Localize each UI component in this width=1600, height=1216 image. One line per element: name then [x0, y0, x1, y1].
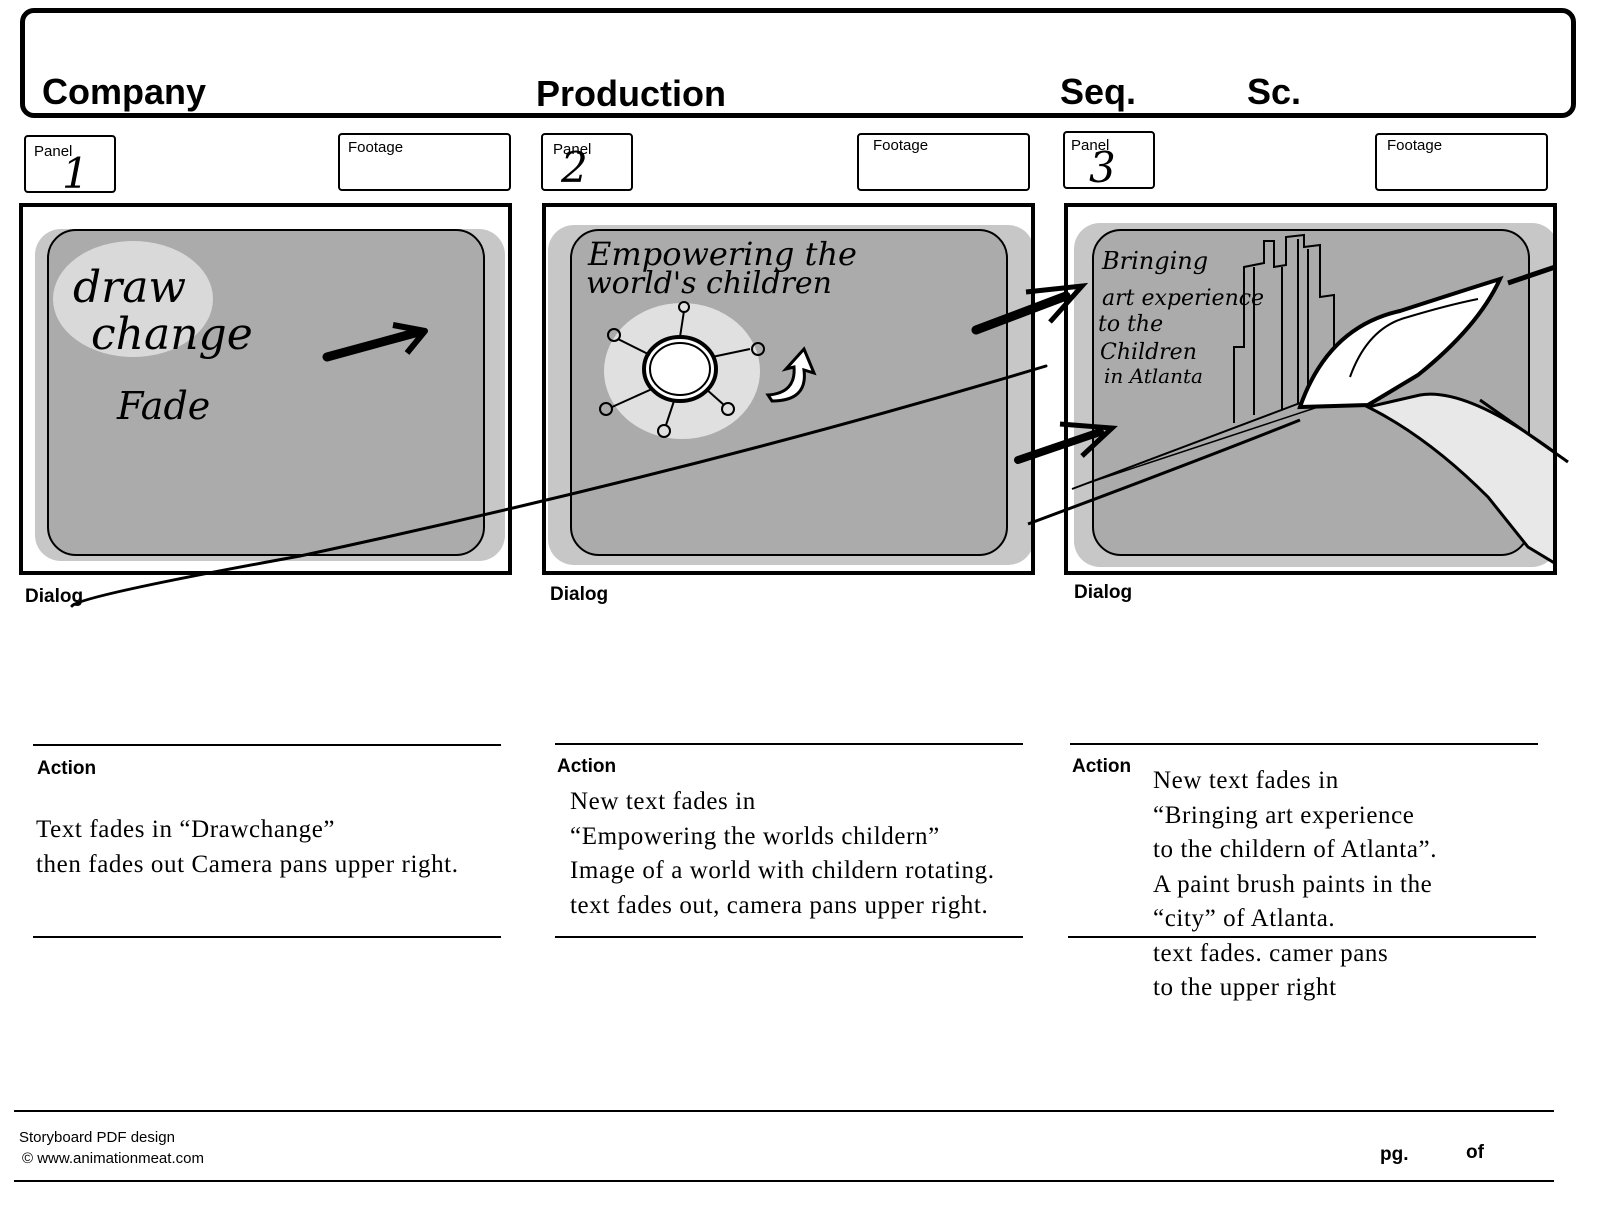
footer-bottom-line	[14, 1180, 1554, 1182]
credit-line-1: Storyboard PDF design	[19, 1130, 175, 1145]
of-label: of	[1466, 1143, 1484, 1162]
credit-line-2: © www.animationmeat.com	[22, 1151, 204, 1166]
page-label: pg.	[1380, 1145, 1409, 1164]
footer-top-line	[14, 1110, 1554, 1112]
